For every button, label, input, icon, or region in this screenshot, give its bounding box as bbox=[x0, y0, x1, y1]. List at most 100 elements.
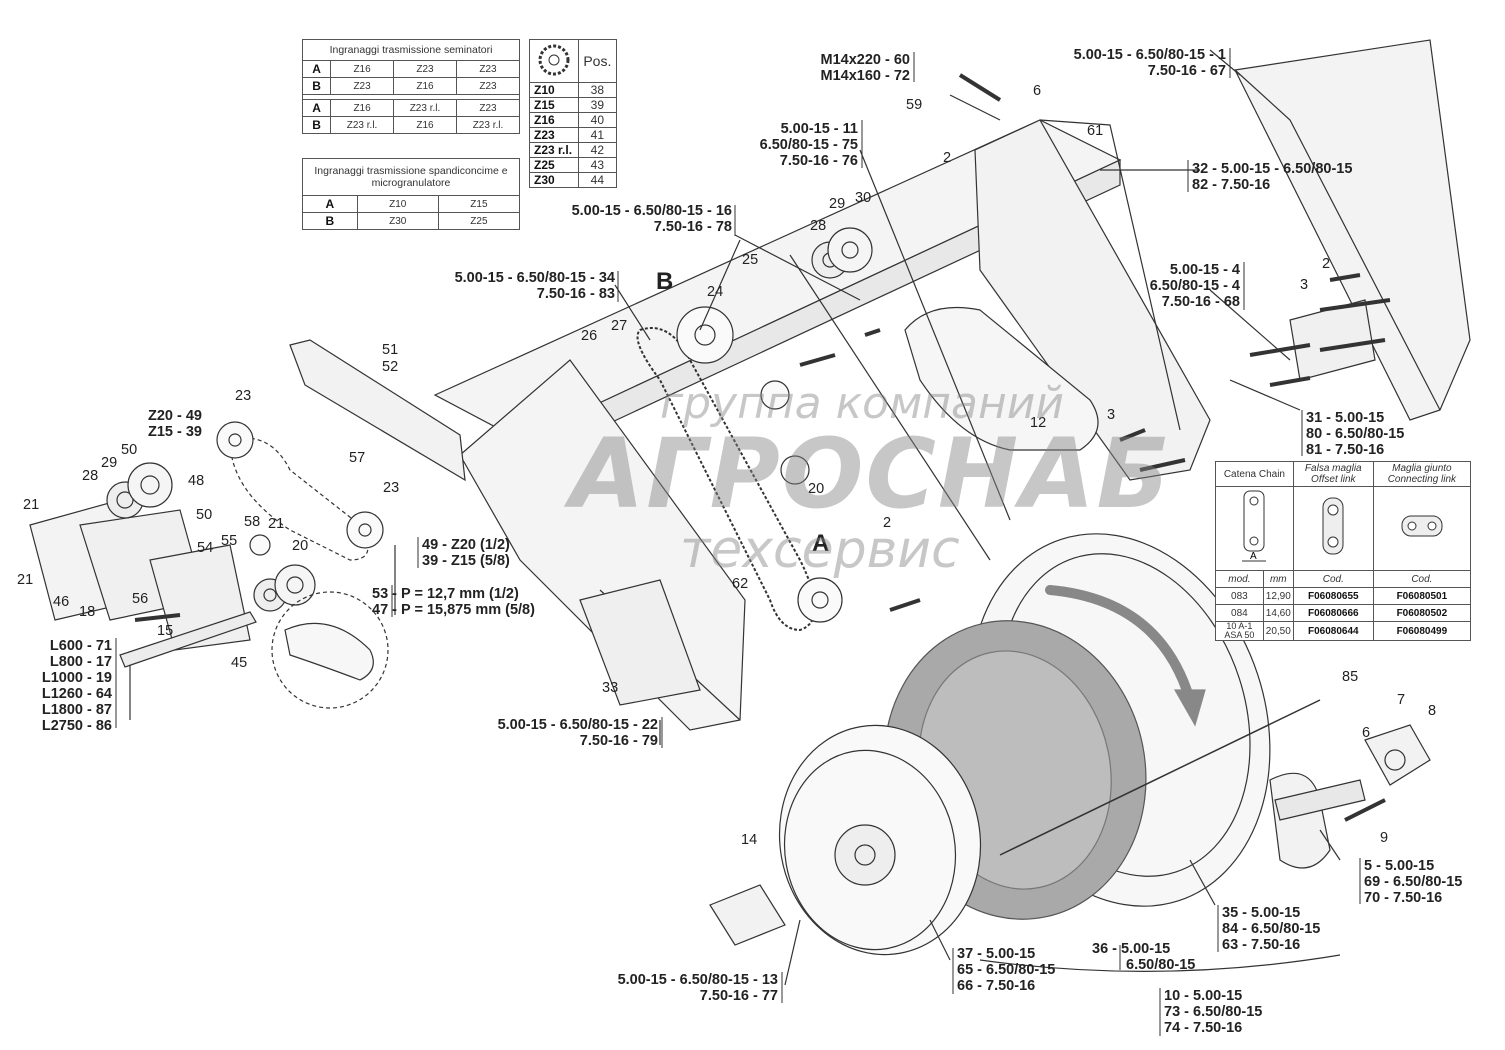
part-number: 12 bbox=[1030, 415, 1047, 431]
fert-table-title: Ingranaggi trasmissione spandiconcime e … bbox=[302, 158, 520, 196]
part-number: 2 bbox=[943, 150, 952, 166]
table-cell: Z15 bbox=[529, 97, 579, 113]
table-cell: Z23 bbox=[393, 60, 457, 78]
table-cell: Z30 bbox=[529, 172, 579, 188]
callout-53: 53 - P = 12,7 mm (1/2) 47 - P = 15,875 m… bbox=[372, 586, 535, 618]
callout-line: 5.00-15 - 6.50/80-15 - 22 bbox=[497, 717, 658, 733]
part-number: 26 bbox=[581, 328, 598, 344]
table-cell: F06080502 bbox=[1372, 604, 1472, 622]
fertilizer-gear-table: Ingranaggi trasmissione spandiconcime e … bbox=[302, 158, 521, 230]
callout-4: 5.00-15 - 4 6.50/80-15 - 4 7.50-16 - 68 bbox=[1130, 262, 1240, 310]
table-cell: Z16 bbox=[529, 112, 579, 128]
table-cell: F06080655 bbox=[1292, 587, 1374, 605]
table-cell: 14,60 bbox=[1262, 604, 1294, 622]
table-cell: Z25 bbox=[437, 212, 521, 230]
table-cell: A bbox=[302, 195, 358, 213]
offset-link-icon bbox=[1292, 486, 1374, 571]
table-cell: B bbox=[301, 116, 332, 134]
callout-line: 31 - 5.00-15 bbox=[1306, 410, 1385, 426]
table-cell: Z10 bbox=[529, 82, 579, 98]
part-number: 62 bbox=[732, 576, 749, 592]
callout-line: 65 - 6.50/80-15 bbox=[957, 962, 1056, 978]
table-cell: Z23 r.l. bbox=[529, 142, 579, 158]
callout-line: L1000 - 19 bbox=[41, 670, 112, 686]
table-cell: Z30 bbox=[356, 212, 439, 230]
callout-line: 84 - 6.50/80-15 bbox=[1222, 921, 1321, 937]
callout-line: 47 - P = 15,875 mm (5/8) bbox=[372, 602, 535, 618]
callout-line: 5 - 5.00-15 bbox=[1364, 858, 1435, 874]
table-header: Maglia giunto Connecting link bbox=[1372, 461, 1472, 487]
table-header: Cod. bbox=[1292, 570, 1374, 588]
part-number: 85 bbox=[1342, 669, 1359, 685]
table-header: Falsa maglia Offset link bbox=[1292, 461, 1374, 487]
callout-31: 31 - 5.00-15 80 - 6.50/80-15 81 - 7.50-1… bbox=[1306, 410, 1404, 458]
callout-line: 69 - 6.50/80-15 bbox=[1364, 874, 1463, 890]
callout-line: 10 - 5.00-15 bbox=[1164, 988, 1243, 1004]
callout-line: 7.50-16 - 76 bbox=[779, 153, 858, 169]
callout-line: 7.50-16 - 77 bbox=[699, 988, 778, 1004]
part-number: 29 bbox=[829, 196, 846, 212]
callout-line: 39 - Z15 (5/8) bbox=[422, 553, 510, 569]
sprocket-icon bbox=[529, 39, 579, 83]
part-number: 14 bbox=[741, 832, 758, 848]
part-number: 2 bbox=[1322, 256, 1331, 272]
part-number: 61 bbox=[1087, 123, 1104, 139]
callout-L: L600 - 71 L800 - 17 L1000 - 19 L1260 - 6… bbox=[10, 638, 112, 734]
part-number: 20 bbox=[808, 481, 825, 497]
table-cell: Z16 bbox=[393, 116, 457, 134]
callout-line: 53 - P = 12,7 mm (1/2) bbox=[372, 586, 519, 602]
part-number: 8 bbox=[1428, 703, 1437, 719]
table-cell: 083 bbox=[1215, 587, 1264, 605]
table-cell: Z23 bbox=[330, 77, 395, 95]
callout-line: 70 - 7.50-16 bbox=[1364, 890, 1443, 906]
callout-line: M14x160 - 72 bbox=[820, 68, 910, 84]
table-cell: 40 bbox=[577, 112, 618, 128]
callout-line: L600 - 71 bbox=[49, 638, 112, 654]
callout-line: L2750 - 86 bbox=[41, 718, 112, 734]
part-number: 55 bbox=[221, 533, 238, 549]
table-cell: F06080666 bbox=[1292, 604, 1374, 622]
chain-table: Catena Chain Falsa maglia Offset link Ma… bbox=[1215, 461, 1472, 641]
part-number: 28 bbox=[810, 218, 827, 234]
callout-line: M14x220 - 60 bbox=[820, 52, 910, 68]
part-number: 50 bbox=[196, 507, 213, 523]
table-cell: A bbox=[301, 99, 332, 117]
part-number: 21 bbox=[268, 516, 285, 532]
part-number: 3 bbox=[1107, 407, 1116, 423]
callout-line: L1800 - 87 bbox=[41, 702, 112, 718]
part-number: 6 bbox=[1033, 83, 1042, 99]
callout-34: 5.00-15 - 6.50/80-15 - 34 7.50-16 - 83 bbox=[410, 270, 615, 302]
callout-line: 81 - 7.50-16 bbox=[1306, 442, 1385, 458]
table-cell: Z10 bbox=[356, 195, 439, 213]
part-number: 3 bbox=[1300, 277, 1309, 293]
callout-line: 7.50-16 - 78 bbox=[653, 219, 732, 235]
part-number: 45 bbox=[231, 655, 248, 671]
callout-line: 82 - 7.50-16 bbox=[1192, 177, 1271, 193]
table-cell: A bbox=[301, 60, 332, 78]
table-cell: Z16 bbox=[330, 60, 395, 78]
callout-line: 49 - Z20 (1/2) bbox=[422, 537, 510, 553]
callout-line: 7.50-16 - 79 bbox=[579, 733, 658, 749]
part-number: 21 bbox=[23, 497, 40, 513]
table-cell: Z15 bbox=[437, 195, 521, 213]
callout-line: 5.00-15 - 6.50/80-15 - 13 bbox=[617, 972, 778, 988]
callout-line: 7.50-16 - 67 bbox=[1147, 63, 1226, 79]
seed-table-title: Ingranaggi trasmissione seminatori bbox=[302, 39, 520, 61]
callout-22: 5.00-15 - 6.50/80-15 - 22 7.50-16 - 79 bbox=[455, 717, 658, 749]
callout-line: 7.50-16 - 83 bbox=[536, 286, 615, 302]
part-number: 2 bbox=[883, 515, 892, 531]
part-number: 48 bbox=[188, 473, 205, 489]
callout-line: 5.00-15 - 11 bbox=[780, 121, 858, 137]
callout-line: 37 - 5.00-15 bbox=[957, 946, 1036, 962]
callout-49-right: 49 - Z20 (1/2) 39 - Z15 (5/8) bbox=[422, 537, 510, 569]
callout-13: 5.00-15 - 6.50/80-15 - 13 7.50-16 - 77 bbox=[575, 972, 778, 1004]
part-number: 29 bbox=[101, 455, 118, 471]
table-cell: 10 A-1 ASA 50 bbox=[1215, 621, 1264, 641]
part-number: 33 bbox=[602, 680, 619, 696]
callout-49-left: Z20 - 49 Z15 - 39 bbox=[110, 408, 202, 440]
callout-10: 10 - 5.00-15 73 - 6.50/80-15 74 - 7.50-1… bbox=[1164, 988, 1262, 1036]
chain-link-icon: A bbox=[1215, 486, 1294, 571]
